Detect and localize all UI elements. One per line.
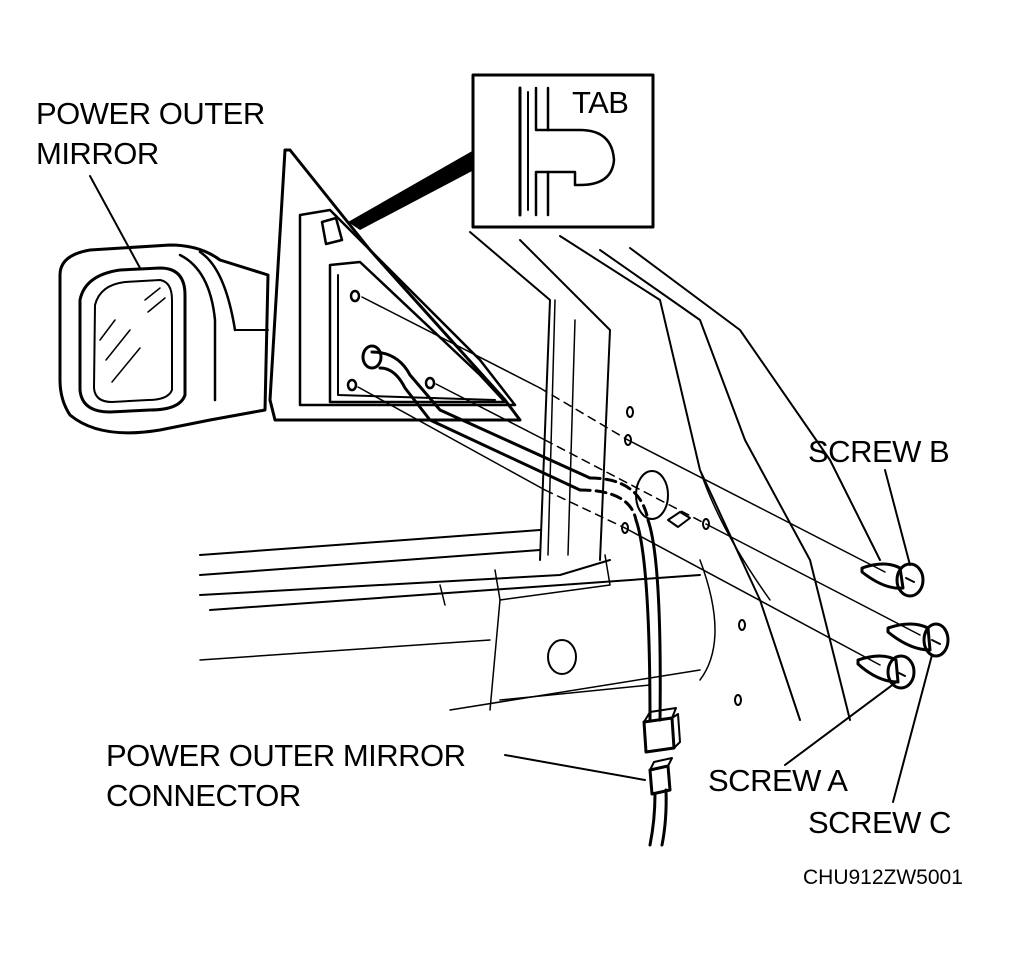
- screw-a-icon: [856, 654, 916, 690]
- connector-label-line1: POWER OUTER MIRROR: [106, 738, 466, 773]
- leader-lines: [89, 175, 933, 803]
- screw-alignment-lines: [357, 296, 921, 666]
- mirror-connector-icon: [642, 707, 681, 847]
- door-mounting-holes: [621, 406, 746, 706]
- screw-b-label: SCREW B: [808, 434, 950, 469]
- figure-code: CHU912ZW5001: [803, 866, 963, 889]
- mirror-wiring-harness: [361, 344, 662, 722]
- power-outer-mirror-label-line2: MIRROR: [36, 136, 159, 171]
- screw-b-icon: [860, 562, 925, 598]
- screw-a-label: SCREW A: [708, 763, 848, 798]
- tab-label: TAB: [572, 85, 629, 120]
- screw-c-icon: [886, 622, 950, 658]
- connector-label-line2: CONNECTOR: [106, 778, 301, 813]
- tab-pointer: [348, 150, 474, 230]
- screw-c-label: SCREW C: [808, 805, 951, 840]
- mirror-head: [58, 243, 270, 435]
- power-outer-mirror-label-line1: POWER OUTER: [36, 96, 265, 131]
- door-panel-lines: [199, 470, 716, 711]
- mirror-base: [268, 148, 522, 422]
- tab-detail-inset: [348, 73, 655, 230]
- door-frame-lines: [469, 231, 881, 721]
